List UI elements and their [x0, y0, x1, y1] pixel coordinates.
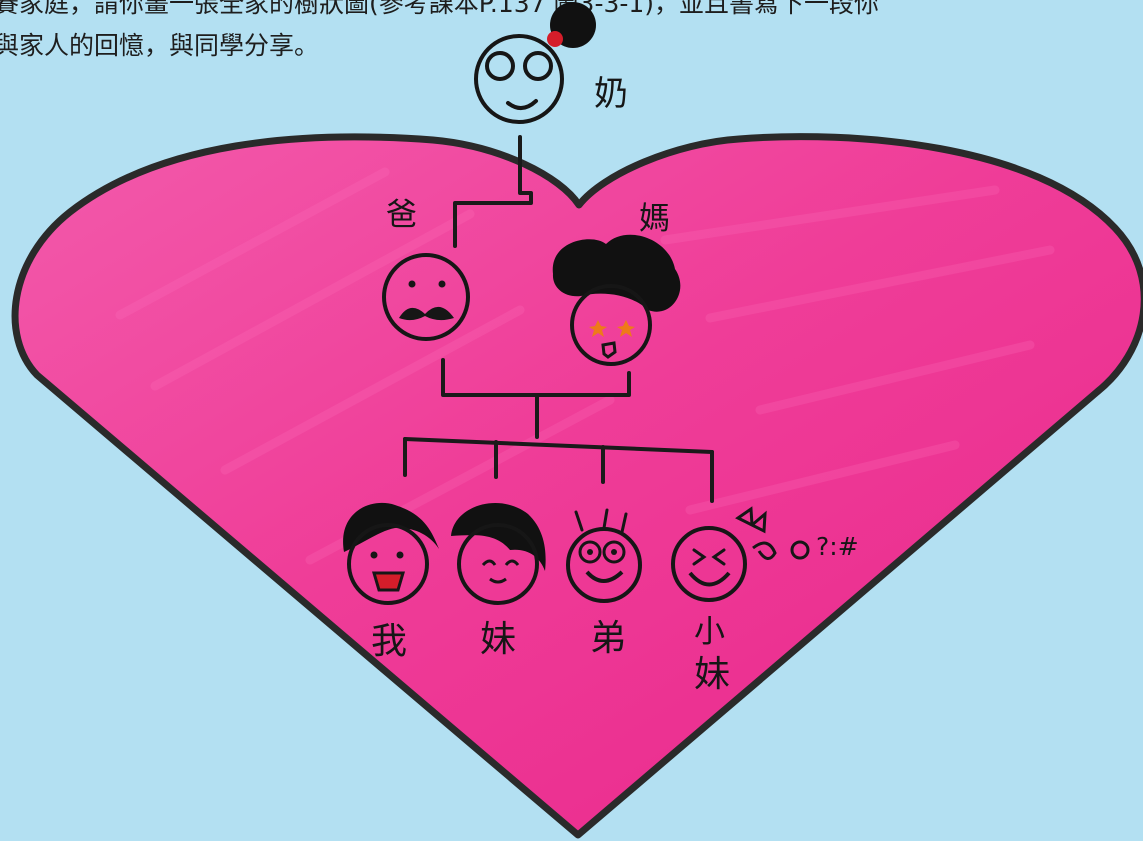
worksheet-prompt-line-2: 與家人的回憶，與同學分享。 [0, 31, 320, 60]
family-tree-lines [403, 135, 714, 503]
sister-eye-left [481, 559, 497, 567]
grandma-bun-red-circle [547, 31, 563, 47]
label-mom: 媽 [639, 201, 670, 237]
mom-star-eye-left [589, 320, 607, 337]
grandma-glasses-right [523, 51, 553, 81]
heart-shape [11, 133, 1143, 839]
me-open-mouth [371, 571, 406, 592]
sister-face-circle [457, 523, 539, 605]
scribble-symbols: ?:# [752, 532, 859, 561]
mom-face-circle [570, 284, 652, 366]
label-little-sister-top: 小 [694, 614, 725, 650]
children-branch-line [403, 437, 714, 454]
marker-scribble-texture [115, 167, 1055, 565]
brother-hair-lines [574, 508, 628, 534]
grandma-smile-line [506, 99, 538, 110]
dad-figure [382, 253, 470, 341]
grandma-figure [474, 2, 596, 124]
label-grandma: 奶 [594, 74, 628, 114]
grandma-branch-line [453, 135, 533, 248]
worksheet-prompt-line-1: 賽家庭，請你畫一張全家的樹狀圖(參考課本P.137 圖3-3-1)，並且書寫下一… [0, 0, 880, 18]
scribble-text: ?:# [816, 532, 859, 561]
me-hair-shape [343, 502, 439, 552]
grandma-glasses-left [485, 51, 515, 81]
label-me: 我 [371, 621, 407, 662]
dad-mustache-shape [399, 306, 454, 321]
sister-eye-right [504, 559, 520, 566]
label-younger-brother: 弟 [590, 618, 626, 659]
dad-face-circle [382, 253, 470, 341]
me-figure [343, 502, 439, 605]
me-face-circle [347, 523, 429, 605]
little-sister-closed-eyes [692, 548, 726, 566]
little-sister-bow-icon [735, 506, 767, 534]
sister-smile-line [489, 577, 507, 584]
sister-hair-shape [451, 503, 546, 571]
label-younger-sister: 妹 [480, 619, 516, 660]
brother-mouth [585, 570, 624, 583]
grandma-face-circle [474, 34, 564, 124]
label-little-sister-bottom: 妹 [694, 654, 730, 695]
mom-star-eye-right [617, 320, 635, 337]
little-sister-figure [671, 506, 767, 602]
little-sister-face-circle [671, 526, 747, 602]
brother-figure [566, 508, 642, 603]
little-sister-open-mouth [688, 571, 731, 587]
mom-teeth-shape [601, 341, 617, 359]
mom-hair-shape [552, 234, 681, 312]
label-dad: 爸 [386, 197, 417, 233]
sister-figure [451, 503, 546, 605]
mom-figure [552, 234, 681, 366]
